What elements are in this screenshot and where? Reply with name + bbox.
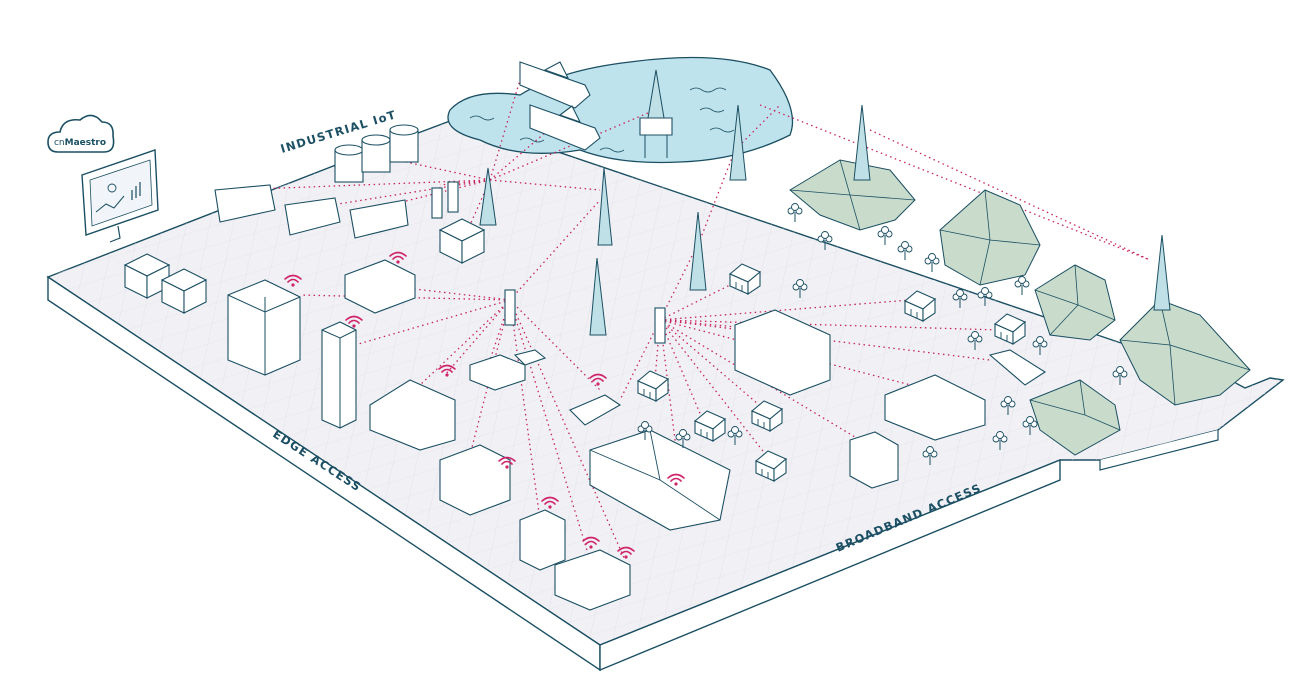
edge-buildings — [124, 253, 631, 611]
ship-2 — [529, 104, 601, 151]
dashboard-monitor — [81, 149, 159, 243]
mountains — [789, 159, 1251, 456]
cloud-logo: cnMaestro — [47, 114, 115, 153]
broadband-houses — [589, 263, 1047, 531]
base-stations — [504, 289, 666, 344]
lattice-towers — [479, 69, 1171, 336]
offshore-platform — [639, 117, 673, 158]
industrial-cluster — [214, 124, 485, 264]
ship-1 — [519, 61, 591, 109]
logo-name: Maestro — [65, 138, 106, 148]
logo-prefix: cn — [54, 138, 65, 148]
svg-text:cnMaestro: cnMaestro — [54, 138, 106, 148]
